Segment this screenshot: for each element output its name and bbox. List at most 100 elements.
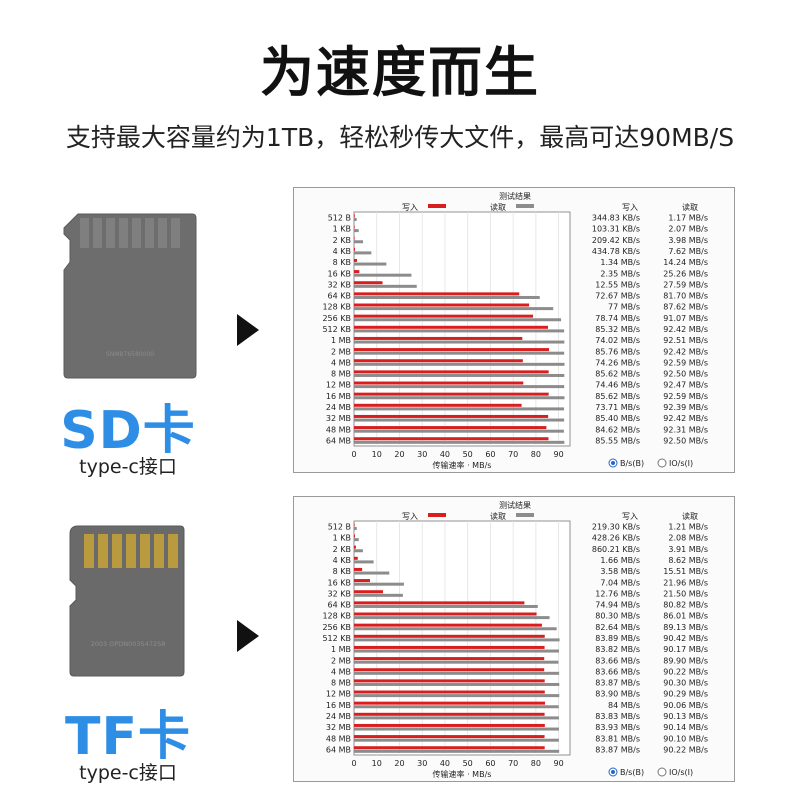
- write-value: 1.34 MB/s: [600, 258, 640, 267]
- read-bar: [354, 604, 538, 608]
- write-value: 83.90 MB/s: [595, 690, 640, 699]
- y-category-label: 48 MB: [326, 734, 351, 743]
- read-value: 91.07 MB/s: [663, 314, 708, 323]
- y-category-label: 512 B: [328, 214, 351, 223]
- write-value: 219.30 KB/s: [592, 523, 640, 532]
- read-bar: [354, 571, 390, 575]
- read-value: 92.42 MB/s: [663, 325, 708, 334]
- read-bar: [354, 705, 559, 709]
- write-value: 3.58 MB/s: [600, 567, 640, 576]
- y-category-label: 16 KB: [328, 578, 351, 587]
- write-value: 209.42 KB/s: [592, 236, 640, 245]
- read-value: 92.50 MB/s: [663, 436, 708, 445]
- write-bar: [354, 270, 360, 274]
- y-category-label: 48 MB: [326, 425, 351, 434]
- y-category-label: 64 MB: [326, 745, 351, 754]
- y-category-label: 8 MB: [331, 370, 351, 379]
- x-tick-label: 60: [485, 450, 495, 459]
- write-value: 74.46 MB/s: [595, 381, 640, 390]
- read-bar: [354, 638, 560, 642]
- write-bar: [354, 679, 545, 683]
- x-tick-label: 70: [508, 450, 518, 459]
- write-bar: [354, 225, 355, 229]
- read-value: 25.26 MB/s: [663, 269, 708, 278]
- chart-title: 测试结果: [499, 500, 531, 510]
- write-value: 83.93 MB/s: [595, 723, 640, 732]
- y-category-label: 8 KB: [333, 567, 351, 576]
- write-bar: [354, 247, 355, 251]
- sd-card-label: SD卡: [60, 401, 196, 461]
- write-bar: [354, 314, 534, 318]
- write-bar: [354, 414, 549, 418]
- write-value: 74.02 MB/s: [595, 336, 640, 345]
- x-axis-title: 传输速率 · MB/s: [433, 460, 492, 470]
- write-bar: [354, 634, 545, 638]
- y-category-label: 4 KB: [333, 556, 351, 565]
- read-bar: [354, 284, 417, 288]
- read-bar: [354, 240, 364, 244]
- y-category-label: 128 KB: [322, 303, 351, 312]
- y-category-label: 32 MB: [326, 414, 351, 423]
- y-category-label: 2 KB: [333, 545, 351, 554]
- read-bar: [354, 526, 357, 530]
- read-bar: [354, 295, 540, 299]
- y-category-label: 12 MB: [326, 690, 351, 699]
- col-header-read: 读取: [682, 202, 698, 212]
- read-value: 90.22 MB/s: [663, 667, 708, 676]
- plot-area: [353, 520, 571, 756]
- read-value: 89.90 MB/s: [663, 656, 708, 665]
- y-category-label: 32 MB: [326, 723, 351, 732]
- read-bar: [354, 560, 374, 564]
- read-bar: [354, 593, 403, 597]
- write-value: 860.21 KB/s: [592, 545, 640, 554]
- read-bar: [354, 440, 565, 444]
- x-tick-label: 60: [485, 759, 495, 768]
- radio-bytes-label: B/s(B): [620, 459, 644, 468]
- y-category-label: 4 MB: [331, 667, 351, 676]
- x-tick-label: 40: [440, 450, 450, 459]
- radio-io-label: IO/s(I): [669, 768, 693, 777]
- write-value: 83.87 MB/s: [595, 679, 640, 688]
- read-value: 92.59 MB/s: [663, 358, 708, 367]
- write-bar: [354, 623, 542, 627]
- x-tick-label: 0: [351, 450, 356, 459]
- read-bar: [354, 582, 404, 586]
- y-category-label: 128 KB: [322, 612, 351, 621]
- read-value: 90.22 MB/s: [663, 745, 708, 754]
- legend-read-swatch: [516, 513, 534, 517]
- col-header-read: 读取: [682, 511, 698, 521]
- read-bar: [354, 340, 565, 344]
- write-value: 85.40 MB/s: [595, 414, 640, 423]
- read-bar: [354, 549, 363, 553]
- read-value: 80.82 MB/s: [663, 601, 708, 610]
- write-bar: [354, 601, 525, 605]
- chart-title: 测试结果: [499, 191, 531, 201]
- write-bar: [354, 325, 548, 329]
- y-category-label: 4 MB: [331, 358, 351, 367]
- read-bar: [354, 627, 557, 631]
- read-bar: [354, 429, 564, 433]
- read-value: 14.24 MB/s: [663, 258, 708, 267]
- x-tick-label: 20: [394, 759, 404, 768]
- radio-io-label: IO/s(I): [669, 459, 693, 468]
- write-bar: [354, 657, 545, 661]
- y-category-label: 1 MB: [331, 645, 351, 654]
- y-category-label: 1 KB: [333, 534, 351, 543]
- y-category-label: 512 B: [328, 523, 351, 532]
- y-category-label: 256 KB: [322, 623, 351, 632]
- y-category-label: 64 KB: [328, 601, 351, 610]
- x-tick-label: 10: [372, 759, 382, 768]
- read-value: 21.50 MB/s: [663, 589, 708, 598]
- write-value: 428.26 KB/s: [592, 534, 640, 543]
- read-bar: [354, 616, 550, 620]
- x-axis-title: 传输速率 · MB/s: [433, 769, 492, 779]
- read-value: 90.42 MB/s: [663, 634, 708, 643]
- write-value: 82.64 MB/s: [595, 623, 640, 632]
- read-bar: [354, 373, 565, 377]
- read-bar: [354, 649, 560, 653]
- write-value: 73.71 MB/s: [595, 403, 640, 412]
- write-bar: [354, 645, 545, 649]
- read-value: 92.59 MB/s: [663, 392, 708, 401]
- read-value: 27.59 MB/s: [663, 280, 708, 289]
